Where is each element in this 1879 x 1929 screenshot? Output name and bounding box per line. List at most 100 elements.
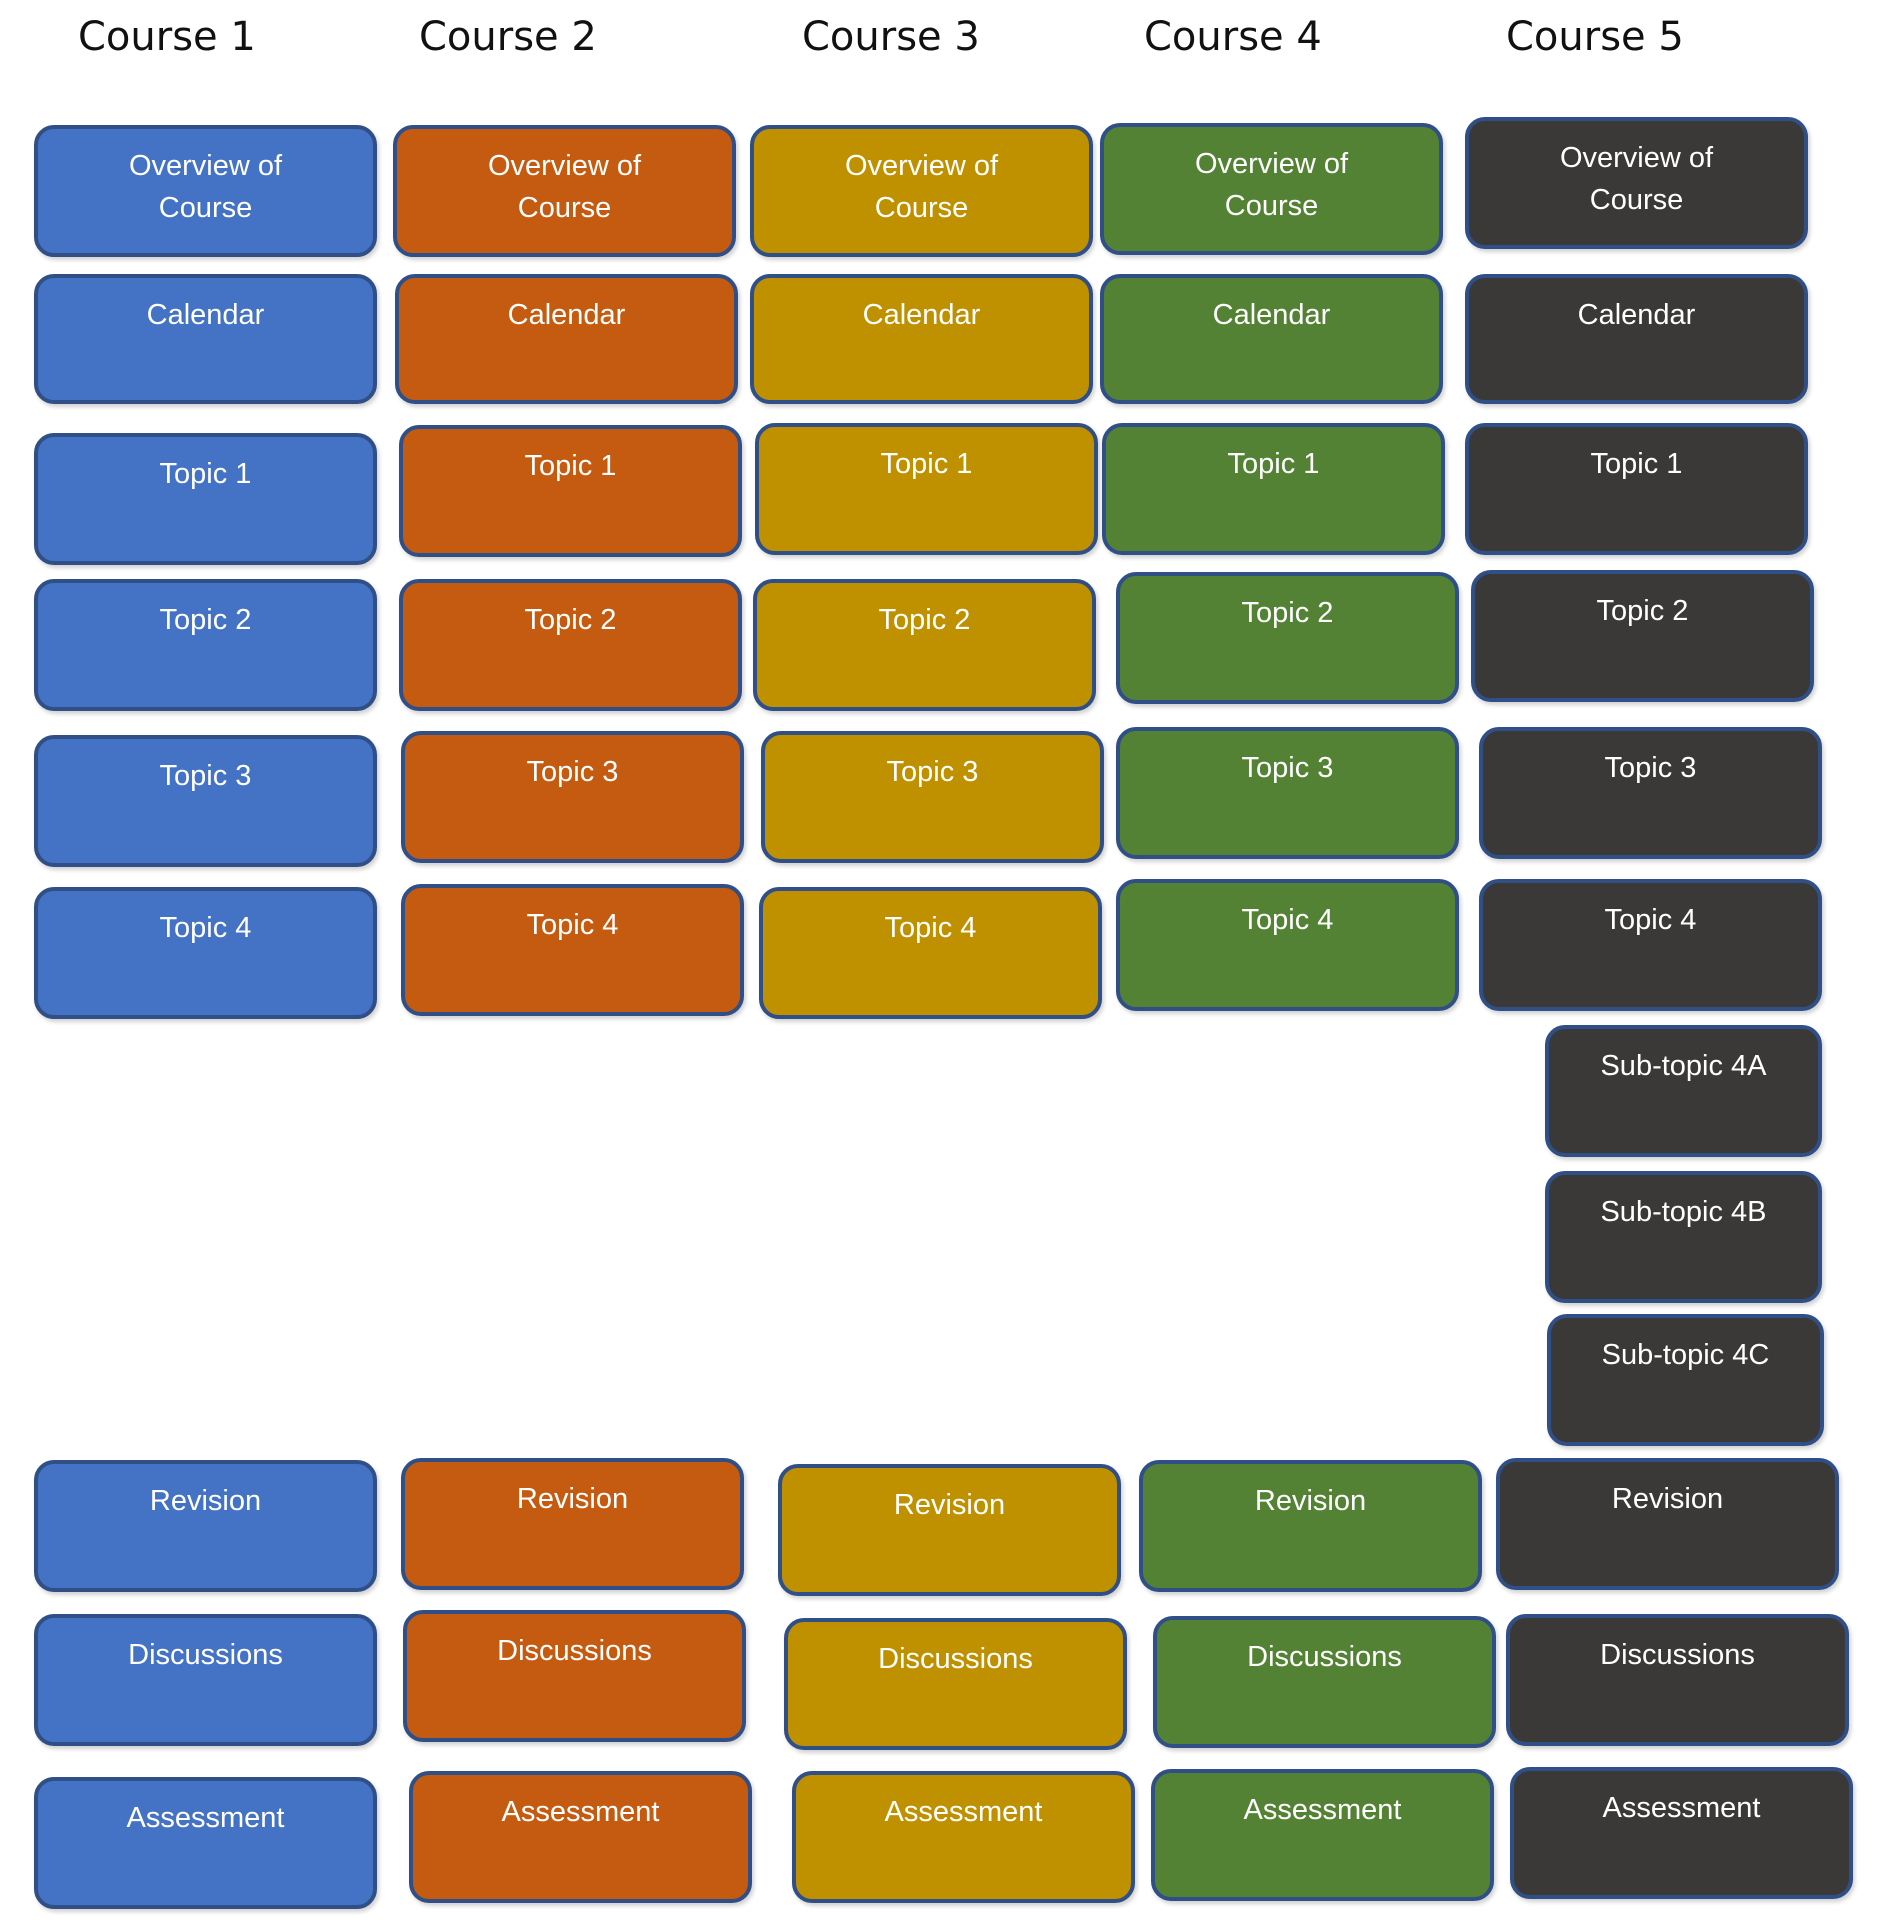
- item-label: Overview of Course: [1559, 142, 1714, 216]
- course-item-assessment: Assessment: [1510, 1767, 1853, 1899]
- course-item-calendar: Calendar: [1465, 274, 1808, 404]
- course-item-revision: Revision: [401, 1458, 744, 1590]
- course-header: Course 4: [1144, 14, 1322, 60]
- course-item-topic-2: Topic 2: [1471, 570, 1814, 702]
- item-label: Discussions: [497, 1635, 652, 1667]
- course-item-topic-3: Topic 3: [1479, 727, 1822, 859]
- item-label: Topic 4: [1604, 904, 1697, 936]
- item-label: Topic 3: [886, 756, 979, 788]
- course-item-topic-2: Topic 2: [1116, 572, 1459, 704]
- course-item-topic-1: Topic 1: [1102, 423, 1445, 555]
- course-item-overview: Overview of Course: [750, 125, 1093, 257]
- course-item-sub-topic-4b: Sub-topic 4B: [1545, 1171, 1822, 1303]
- item-label: Revision: [149, 1485, 262, 1517]
- item-label: Topic 1: [159, 458, 252, 490]
- item-label: Topic 1: [1590, 448, 1683, 480]
- item-label: Calendar: [507, 299, 626, 331]
- course-item-calendar: Calendar: [34, 274, 377, 404]
- course-item-topic-4: Topic 4: [1479, 879, 1822, 1011]
- item-label: Revision: [1254, 1485, 1367, 1517]
- course-item-topic-3: Topic 3: [761, 731, 1104, 863]
- item-label: Assessment: [1243, 1794, 1402, 1826]
- course-item-topic-4: Topic 4: [759, 887, 1102, 1019]
- course-item-topic-2: Topic 2: [753, 579, 1096, 711]
- course-item-calendar: Calendar: [1100, 274, 1443, 404]
- item-label: Topic 3: [1241, 752, 1334, 784]
- course-header: Course 1: [78, 14, 256, 60]
- course-item-topic-1: Topic 1: [34, 433, 377, 565]
- item-label: Topic 1: [1227, 448, 1320, 480]
- item-label: Revision: [893, 1489, 1006, 1521]
- item-label: Calendar: [146, 299, 265, 331]
- course-item-revision: Revision: [1496, 1458, 1839, 1590]
- course-item-overview: Overview of Course: [1100, 123, 1443, 255]
- item-label: Overview of Course: [1194, 148, 1349, 222]
- course-item-topic-3: Topic 3: [1116, 727, 1459, 859]
- item-label: Assessment: [126, 1802, 285, 1834]
- course-item-assessment: Assessment: [34, 1777, 377, 1909]
- item-label: Topic 3: [1604, 752, 1697, 784]
- course-item-calendar: Calendar: [750, 274, 1093, 404]
- course-item-discussions: Discussions: [1153, 1616, 1496, 1748]
- item-label: Topic 3: [159, 760, 252, 792]
- item-label: Calendar: [1577, 299, 1696, 331]
- course-item-topic-2: Topic 2: [399, 579, 742, 711]
- item-label: Calendar: [1212, 299, 1331, 331]
- item-label: Topic 2: [524, 604, 617, 636]
- item-label: Discussions: [1600, 1639, 1755, 1671]
- item-label: Overview of Course: [487, 150, 642, 224]
- course-item-topic-3: Topic 3: [401, 731, 744, 863]
- course-header: Course 2: [419, 14, 597, 60]
- course-item-topic-1: Topic 1: [1465, 423, 1808, 555]
- course-item-assessment: Assessment: [1151, 1769, 1494, 1901]
- item-label: Topic 1: [524, 450, 617, 482]
- course-item-overview: Overview of Course: [393, 125, 736, 257]
- item-label: Overview of Course: [844, 150, 999, 224]
- course-header: Course 5: [1506, 14, 1684, 60]
- item-label: Sub-topic 4C: [1601, 1339, 1770, 1371]
- item-label: Revision: [1611, 1483, 1724, 1515]
- item-label: Discussions: [1247, 1641, 1402, 1673]
- item-label: Topic 2: [878, 604, 971, 636]
- course-item-topic-1: Topic 1: [755, 423, 1098, 555]
- course-item-assessment: Assessment: [409, 1771, 752, 1903]
- item-label: Assessment: [884, 1796, 1043, 1828]
- item-label: Topic 4: [159, 912, 252, 944]
- item-label: Discussions: [128, 1639, 283, 1671]
- item-label: Overview of Course: [128, 150, 283, 224]
- item-label: Topic 1: [880, 448, 973, 480]
- course-item-sub-topic-4a: Sub-topic 4A: [1545, 1025, 1822, 1157]
- course-item-discussions: Discussions: [34, 1614, 377, 1746]
- course-header: Course 3: [802, 14, 980, 60]
- course-item-assessment: Assessment: [792, 1771, 1135, 1903]
- course-item-topic-4: Topic 4: [34, 887, 377, 1019]
- course-item-topic-3: Topic 3: [34, 735, 377, 867]
- item-label: Topic 3: [526, 756, 619, 788]
- course-item-revision: Revision: [1139, 1460, 1482, 1592]
- course-item-overview: Overview of Course: [1465, 117, 1808, 249]
- item-label: Sub-topic 4A: [1600, 1050, 1767, 1082]
- item-label: Sub-topic 4B: [1600, 1196, 1767, 1228]
- course-item-topic-2: Topic 2: [34, 579, 377, 711]
- course-item-topic-4: Topic 4: [1116, 879, 1459, 1011]
- course-item-discussions: Discussions: [784, 1618, 1127, 1750]
- course-item-sub-topic-4c: Sub-topic 4C: [1547, 1314, 1824, 1446]
- course-item-revision: Revision: [34, 1460, 377, 1592]
- course-item-overview: Overview of Course: [34, 125, 377, 257]
- item-label: Topic 2: [159, 604, 252, 636]
- course-item-discussions: Discussions: [403, 1610, 746, 1742]
- item-label: Topic 4: [1241, 904, 1334, 936]
- course-item-topic-4: Topic 4: [401, 884, 744, 1016]
- item-label: Topic 4: [526, 909, 619, 941]
- course-item-topic-1: Topic 1: [399, 425, 742, 557]
- item-label: Topic 2: [1596, 595, 1689, 627]
- course-item-revision: Revision: [778, 1464, 1121, 1596]
- item-label: Calendar: [862, 299, 981, 331]
- item-label: Assessment: [501, 1796, 660, 1828]
- course-item-calendar: Calendar: [395, 274, 738, 404]
- item-label: Assessment: [1602, 1792, 1761, 1824]
- item-label: Topic 2: [1241, 597, 1334, 629]
- item-label: Topic 4: [884, 912, 977, 944]
- course-item-discussions: Discussions: [1506, 1614, 1849, 1746]
